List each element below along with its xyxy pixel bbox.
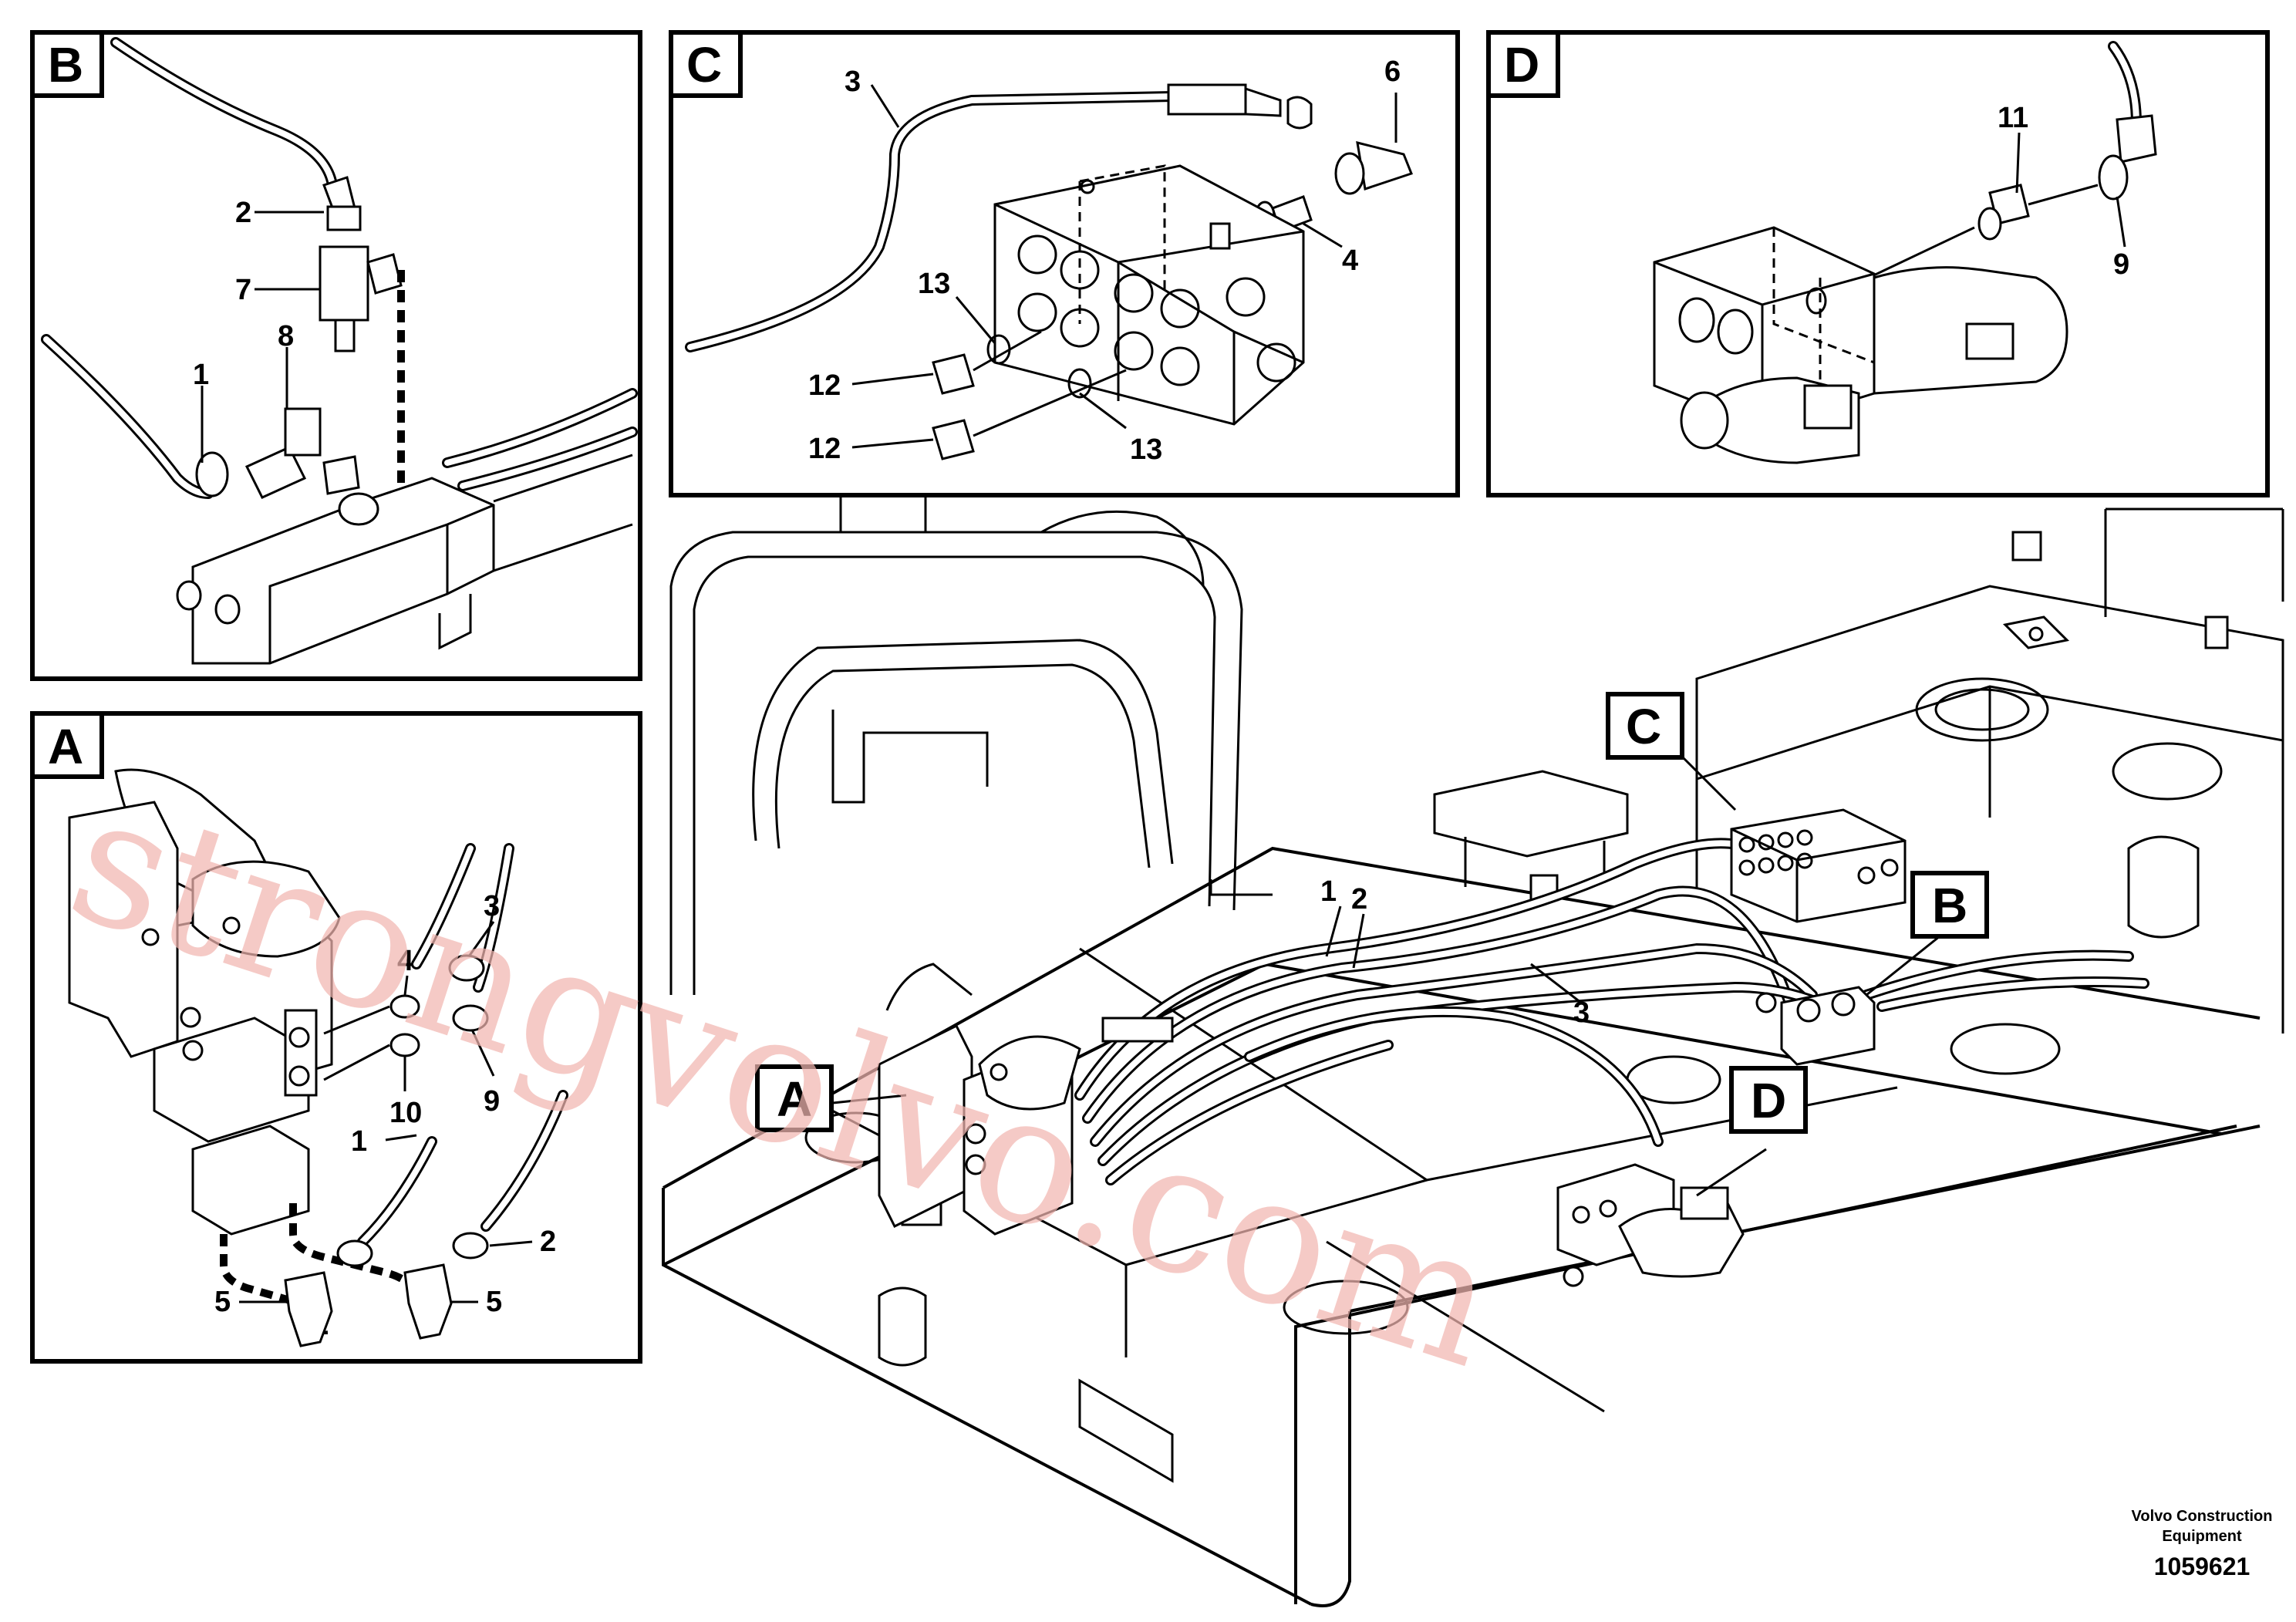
panel-c-callout-3: 3 <box>845 66 861 98</box>
view-marker-a[interactable]: A <box>755 1064 834 1132</box>
panel-a-callout-2: 2 <box>540 1226 556 1258</box>
view-marker-d[interactable]: D <box>1729 1066 1808 1134</box>
credit-line-2: Equipment <box>2162 1528 2242 1545</box>
panel-c-callout-13a: 13 <box>918 268 950 300</box>
upper-frame <box>1695 508 2284 1034</box>
credit-line-1: Volvo Construction <box>2132 1508 2273 1525</box>
tee-fitting-main <box>1755 986 1876 1066</box>
main-callout-2: 2 <box>1351 883 1367 916</box>
panel-a-callout-10: 10 <box>389 1097 422 1129</box>
view-marker-c[interactable]: C <box>1606 692 1684 760</box>
solenoid-valve-main <box>1556 1163 1745 1287</box>
view-marker-b-label: B <box>1932 878 1967 933</box>
main-leader-lines <box>832 750 1944 1197</box>
detail-panel-d: D 11 9 <box>1486 30 2270 497</box>
panel-c-label: C <box>686 37 722 93</box>
panel-b-callout-8: 8 <box>278 320 294 352</box>
panel-c-callout-12a: 12 <box>808 369 841 402</box>
panel-b-callout-2: 2 <box>235 197 251 229</box>
detail-panel-b: B 2 7 8 1 <box>30 30 642 681</box>
view-marker-c-label: C <box>1626 699 1661 754</box>
view-marker-b[interactable]: B <box>1910 871 1989 939</box>
panel-c-callout-4: 4 <box>1342 244 1358 277</box>
pilot-control-valve <box>878 963 1174 1236</box>
panel-d-callout-9: 9 <box>2113 248 2129 281</box>
hose-bundle <box>1074 838 2149 1185</box>
panel-d-callout-11: 11 <box>1998 102 2028 134</box>
panel-a-callout-4: 4 <box>397 945 413 977</box>
panel-b-callout-1: 1 <box>193 359 209 391</box>
detail-panel-c: C 3 6 4 13 12 <box>669 30 1460 497</box>
panel-a-callout-9: 9 <box>484 1085 500 1118</box>
panel-c-callout-13b: 13 <box>1130 433 1162 466</box>
panel-a-callout-1: 1 <box>351 1125 367 1158</box>
main-callout-1: 1 <box>1320 875 1337 908</box>
panel-a-label: A <box>48 719 83 774</box>
panel-b-label: B <box>48 37 83 93</box>
panel-b-callout-7: 7 <box>235 274 251 306</box>
cab-frame <box>669 471 1243 995</box>
panel-d-label: D <box>1504 37 1539 93</box>
junction-block-main <box>1730 808 1907 923</box>
panel-a-callout-3: 3 <box>484 890 500 922</box>
view-marker-a-label: A <box>777 1071 812 1127</box>
panel-a-callout-5b: 5 <box>486 1286 502 1318</box>
panel-c-callout-6: 6 <box>1384 56 1401 88</box>
panel-c-callout-12b: 12 <box>808 433 841 465</box>
view-marker-d-label: D <box>1751 1073 1786 1128</box>
main-assembly-view: 1 2 3 C B A D <box>662 471 2284 1607</box>
detail-panel-a: A <box>30 711 642 1364</box>
figure-number: 1059621 <box>2154 1553 2250 1580</box>
main-callout-3: 3 <box>1573 996 1590 1029</box>
panel-a-callout-5a: 5 <box>214 1286 231 1318</box>
